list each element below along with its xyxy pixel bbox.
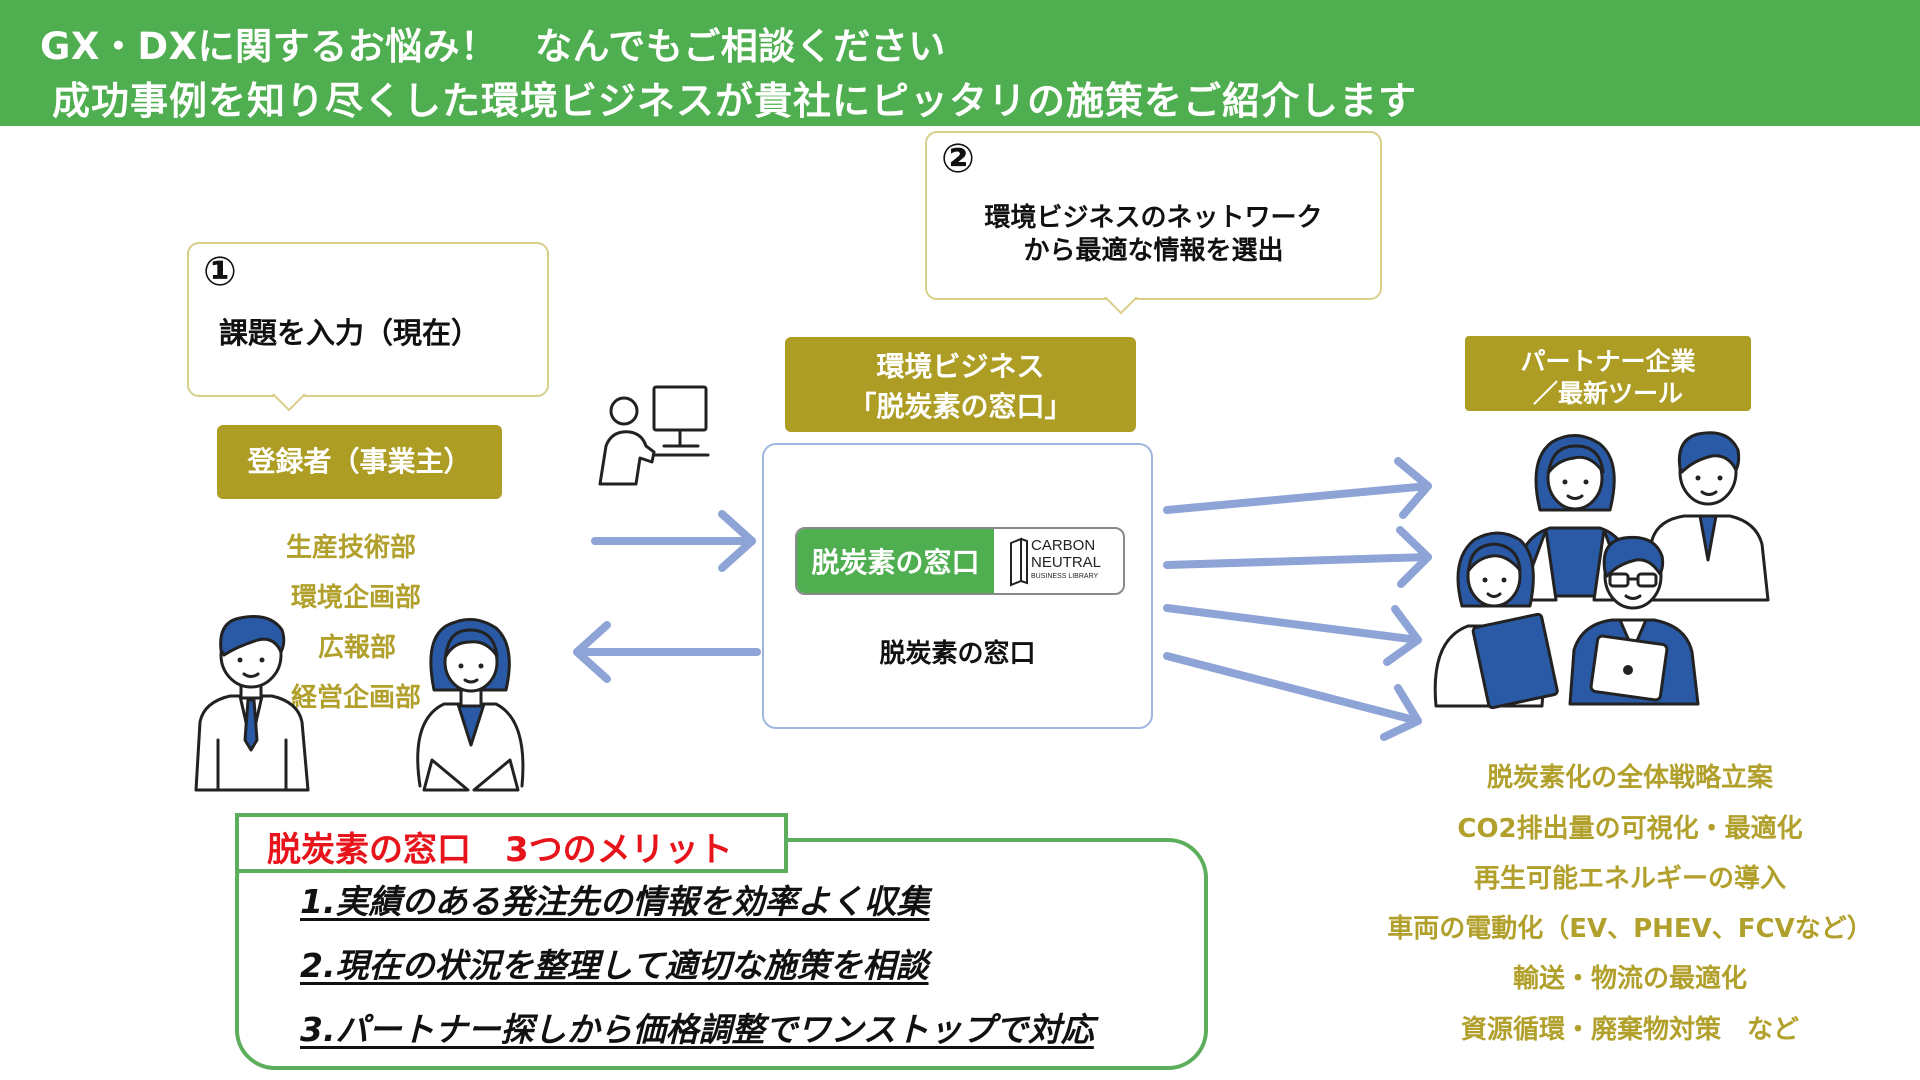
merits-title: 脱炭素の窓口 3つのメリット (267, 830, 733, 870)
registrant-label: 登録者（事業主） (217, 425, 502, 499)
carbon-neutral-logo: 脱炭素の窓口 CARBON NEUTRAL BUSINESS LIBRARY (795, 527, 1125, 595)
step-2-text-line-2: から最適な情報を選出 (1023, 236, 1284, 266)
speech-bubble-step-1: ① 課題を入力（現在） (187, 242, 549, 397)
center-caption: 脱炭素の窓口 (879, 639, 1036, 669)
step-1-number: ① (203, 249, 237, 295)
partner-team-icon (1433, 431, 1770, 710)
department-1: 生産技術部 (286, 533, 417, 563)
step-2-text-line-1: 環境ビジネスのネットワーク (984, 203, 1323, 233)
logo-main-text: 脱炭素の窓口 (797, 529, 994, 593)
center-platform-box: 脱炭素の窓口 CARBON NEUTRAL BUSINESS LIBRARY 脱… (762, 443, 1153, 729)
partner-label: パートナー企業 ／最新ツール (1465, 336, 1751, 411)
department-2: 環境企画部 (291, 583, 422, 613)
arrow-to-partner-2 (1163, 526, 1432, 588)
businessman-icon (194, 615, 310, 792)
logo-cn-line-3: BUSINESS LIBRARY (1031, 573, 1099, 580)
header-line-1: GX・DXに関するお悩み！ なんでもご相談ください (40, 25, 946, 68)
center-title-line-1: 環境ビジネス (876, 350, 1045, 383)
carbon-neutral-mark: CARBON NEUTRAL BUSINESS LIBRARY (1003, 535, 1123, 589)
logo-cn-line-1: CARBON (1031, 537, 1096, 554)
merit-item-2: 2.現在の状況を整理して適切な施策を相談 (300, 946, 929, 985)
arrow-to-partner-3 (1163, 604, 1422, 666)
service-6: 資源循環・廃棄物対策 など (1460, 1015, 1799, 1045)
arrow-to-partner-4 (1163, 652, 1422, 741)
arrow-to-registrant (573, 621, 761, 683)
registrant-label-text: 登録者（事業主） (247, 445, 472, 478)
book-icon (1010, 537, 1028, 587)
computer-user-icon (598, 385, 710, 486)
step-2-number: ② (941, 136, 975, 182)
arrow-to-platform (591, 510, 756, 572)
header-line-2: 成功事例を知り尽くした環境ビジネスが貴社にピッタリの施策をご紹介します (52, 79, 1418, 123)
step-1-text: 課題を入力（現在） (219, 316, 481, 350)
center-title-line-2: 「脱炭素の窓口」 (848, 390, 1073, 423)
service-2: CO2排出量の可視化・最適化 (1457, 814, 1803, 844)
department-3: 広報部 (318, 633, 397, 663)
service-4: 車両の電動化（EV、PHEV、FCVなど） (1387, 914, 1873, 944)
arrow-to-partner-1 (1163, 457, 1432, 519)
department-4: 経営企画部 (291, 683, 422, 713)
merit-item-1: 1.実績のある発注先の情報を効率よく収集 (300, 882, 930, 921)
speech-bubble-step-2: ② 環境ビジネスのネットワーク から最適な情報を選出 (925, 131, 1382, 300)
header-banner: GX・DXに関するお悩み！ なんでもご相談ください 成功事例を知り尽くした環境ビ… (0, 0, 1920, 126)
partner-label-line-1: パートナー企業 (1520, 347, 1696, 376)
merits-title-tab: 脱炭素の窓口 3つのメリット (235, 813, 788, 873)
businesswoman-icon (416, 618, 525, 792)
merit-item-3: 3.パートナー探しから価格調整でワンストップで対応 (300, 1010, 1094, 1049)
service-5: 輸送・物流の最適化 (1512, 964, 1747, 994)
service-1: 脱炭素化の全体戦略立案 (1486, 763, 1773, 793)
logo-cn-line-2: NEUTRAL (1031, 554, 1102, 571)
center-title: 環境ビジネス 「脱炭素の窓口」 (785, 337, 1136, 432)
service-3: 再生可能エネルギーの導入 (1473, 864, 1786, 894)
partner-label-line-2: ／最新ツール (1532, 379, 1683, 408)
